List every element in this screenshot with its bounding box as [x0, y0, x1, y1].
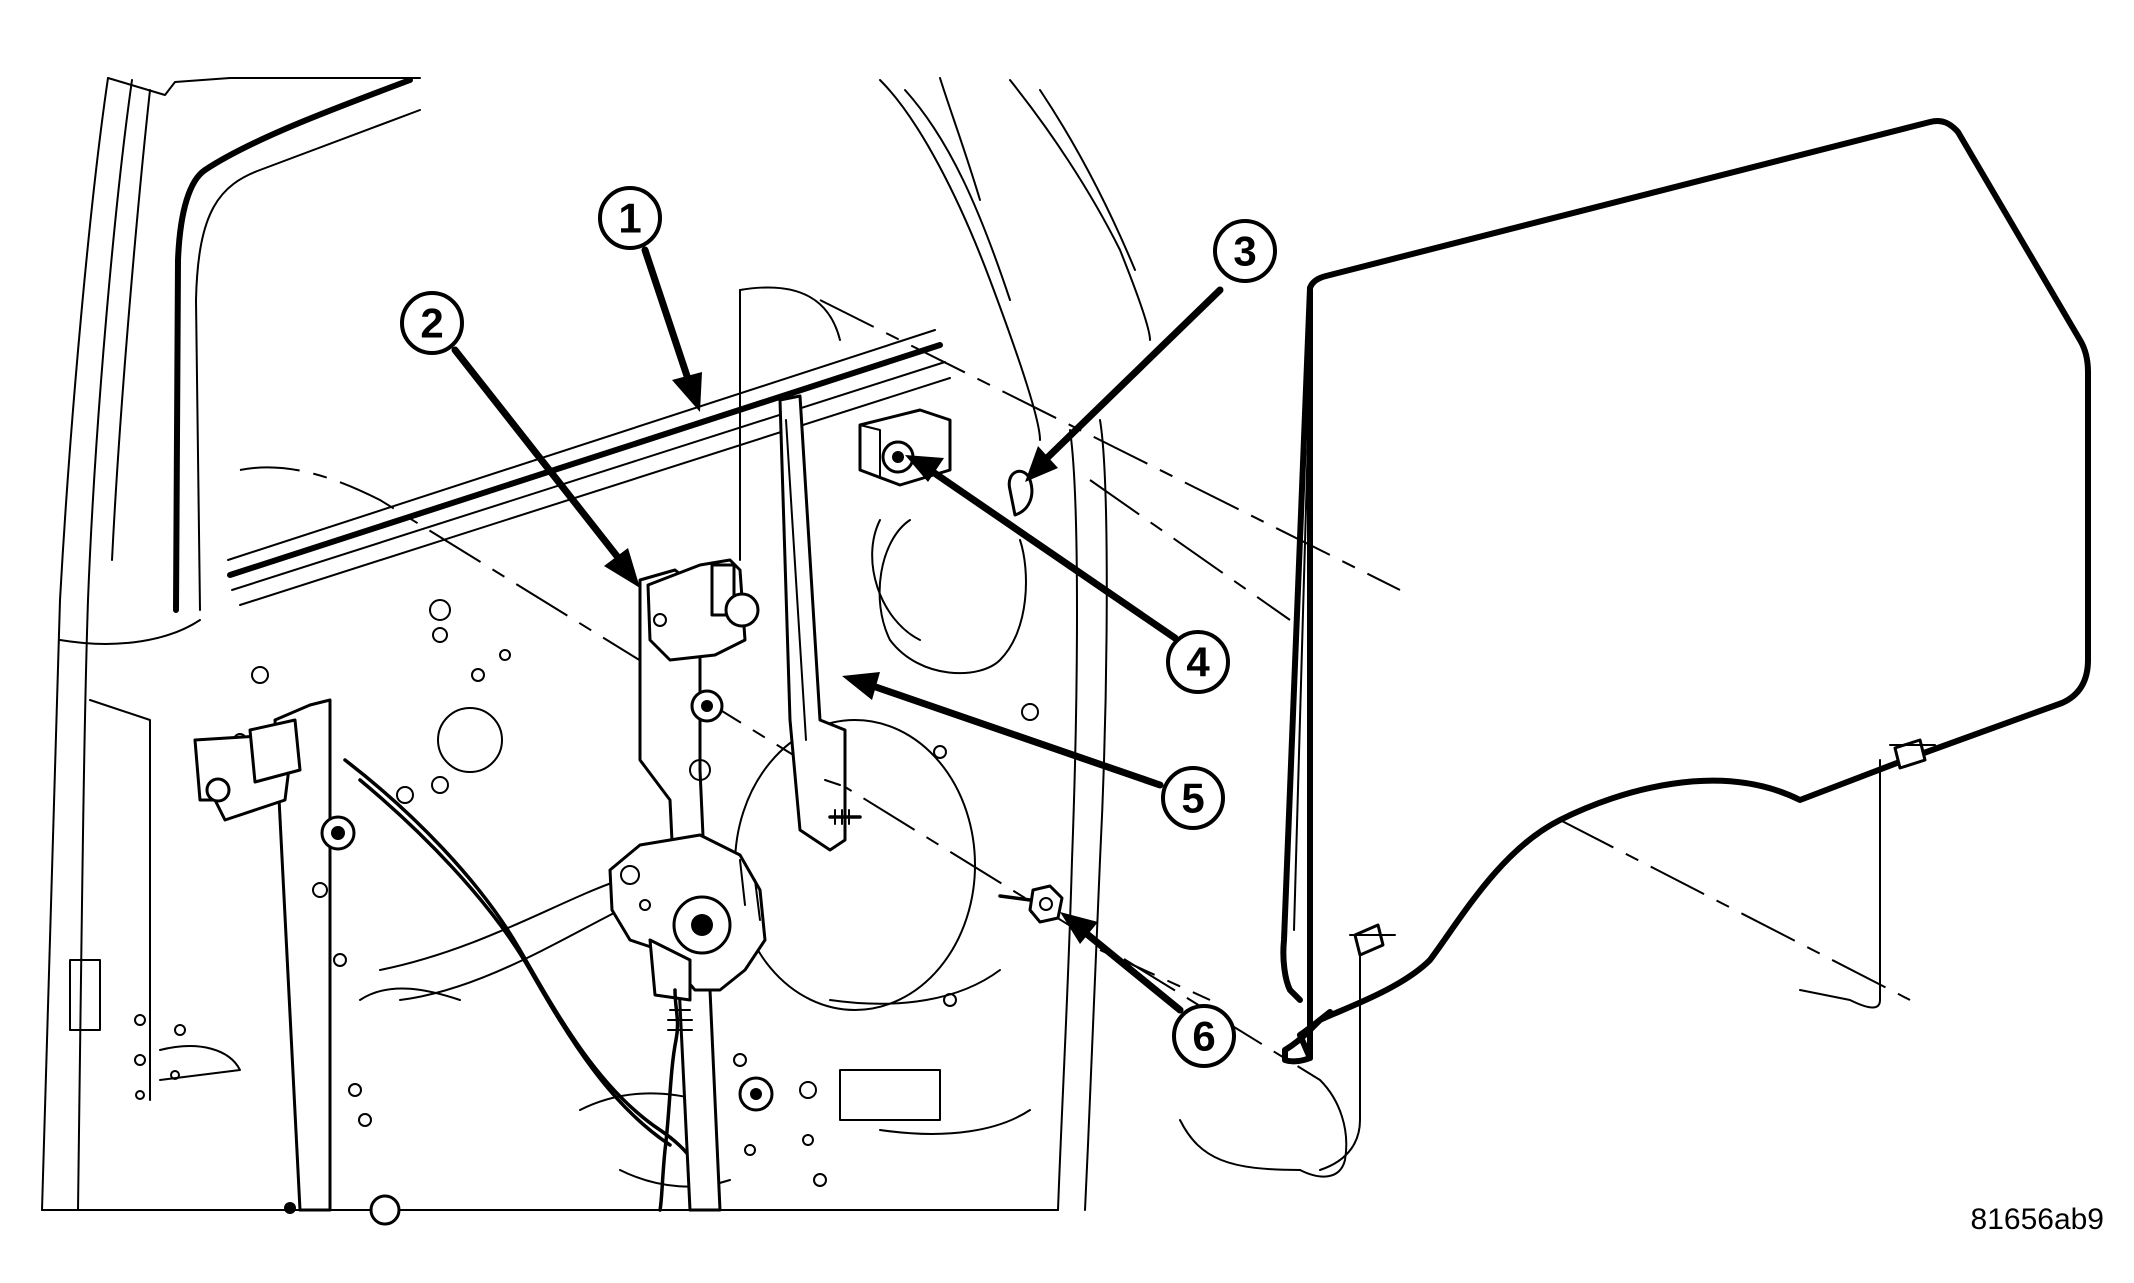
leader-3-arrowhead: [1025, 446, 1058, 482]
callout-3-label: 3: [1233, 228, 1256, 275]
leader-5: [866, 681, 1164, 789]
leader-1-arrowhead: [672, 372, 702, 412]
leader-4-arrowhead: [905, 455, 944, 482]
callout-1: 1: [598, 186, 662, 250]
leader-6-arrowhead: [1060, 912, 1098, 944]
leader-2-arrowhead: [604, 548, 640, 588]
figure-reference-code: 81656ab9: [1970, 1203, 2104, 1236]
leader-2: [451, 346, 624, 564]
door-glass: [1280, 118, 2091, 1065]
leader-4: [926, 466, 1179, 642]
leader-3: [1041, 286, 1224, 464]
callout-2: 2: [400, 291, 464, 355]
assembly-centerlines: [239, 299, 1911, 1178]
callout-1-label: 1: [618, 195, 641, 242]
callout-4: 4: [1166, 630, 1230, 694]
callout-5-label: 5: [1181, 775, 1204, 822]
leader-lines: [451, 246, 1224, 1014]
leader-5-arrowhead: [842, 672, 880, 700]
callout-5: 5: [1161, 766, 1225, 830]
glass-run-channel: [778, 394, 862, 852]
callout-2-label: 2: [420, 300, 443, 347]
callout-3: 3: [1213, 219, 1277, 283]
window-regulator-motor: [608, 833, 767, 1212]
callout-6: 6: [1172, 1004, 1236, 1068]
door-frame: [41, 77, 1151, 1211]
callout-4-label: 4: [1186, 639, 1210, 686]
leader-1: [641, 246, 694, 389]
leader-6: [1078, 926, 1184, 1014]
callout-6-label: 6: [1192, 1013, 1215, 1060]
front-regulator-rail: [193, 698, 712, 1226]
glass-clip: [1007, 469, 1034, 517]
retaining-nut: [998, 884, 1064, 924]
